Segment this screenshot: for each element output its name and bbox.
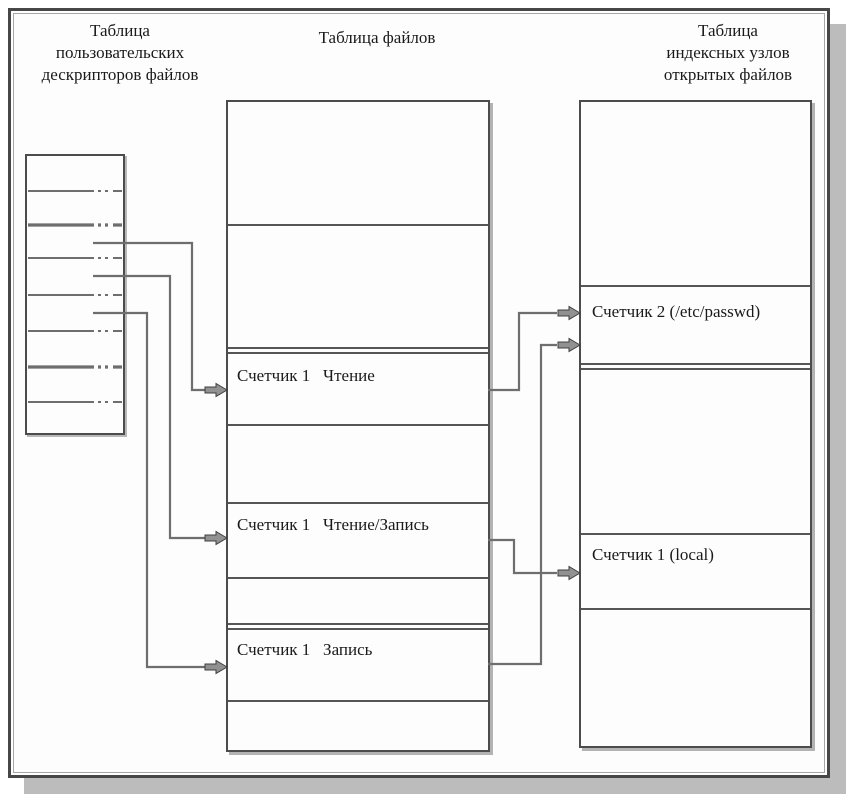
table-divider: [581, 285, 810, 287]
table-divider: [581, 533, 810, 535]
inode-table-entry-local: Счетчик 1 (local): [592, 545, 714, 564]
user-table-title-line3: дескрипторов файлов: [41, 65, 199, 84]
user-table-title: Таблица пользовательских дескрипторов фа…: [15, 20, 225, 86]
file-table-title: Таблица файлов: [318, 28, 436, 47]
user-descriptor-table: [25, 154, 125, 435]
inode-table-entry-etc-passwd: Счетчик 2 (/etc/passwd): [592, 302, 761, 321]
file-table-entry-read: Счетчик 1 Чтение: [237, 366, 375, 385]
inode-table-title: Таблица индексных узлов открытых файлов: [622, 20, 834, 86]
table-divider: [228, 628, 488, 630]
table-divider: [581, 608, 810, 610]
inode-table-title-line3: открытых файлов: [663, 65, 793, 84]
inode-table-title-line1: Таблица: [698, 21, 758, 40]
inode-table: Счетчик 2 (/etc/passwd) Счетчик 1 (local…: [579, 100, 812, 748]
file-table: Счетчик 1 Чтение Счетчик 1 Чтение/Запись…: [226, 100, 490, 752]
user-table-title-line1: Таблица: [90, 21, 150, 40]
table-divider: [228, 700, 488, 702]
table-divider: [228, 424, 488, 426]
inode-table-title-line2: индексных узлов: [666, 43, 790, 62]
user-table-title-line2: пользовательских: [55, 43, 185, 62]
table-divider: [228, 577, 488, 579]
table-divider: [581, 363, 810, 365]
table-divider: [228, 623, 488, 625]
table-divider: [228, 352, 488, 354]
table-divider: [228, 224, 488, 226]
file-table-entry-write: Счетчик 1 Запись: [237, 640, 373, 659]
table-divider: [581, 368, 810, 370]
table-divider: [228, 502, 488, 504]
file-table-entry-read-write: Счетчик 1 Чтение/Запись: [237, 515, 429, 534]
table-divider: [228, 347, 488, 349]
